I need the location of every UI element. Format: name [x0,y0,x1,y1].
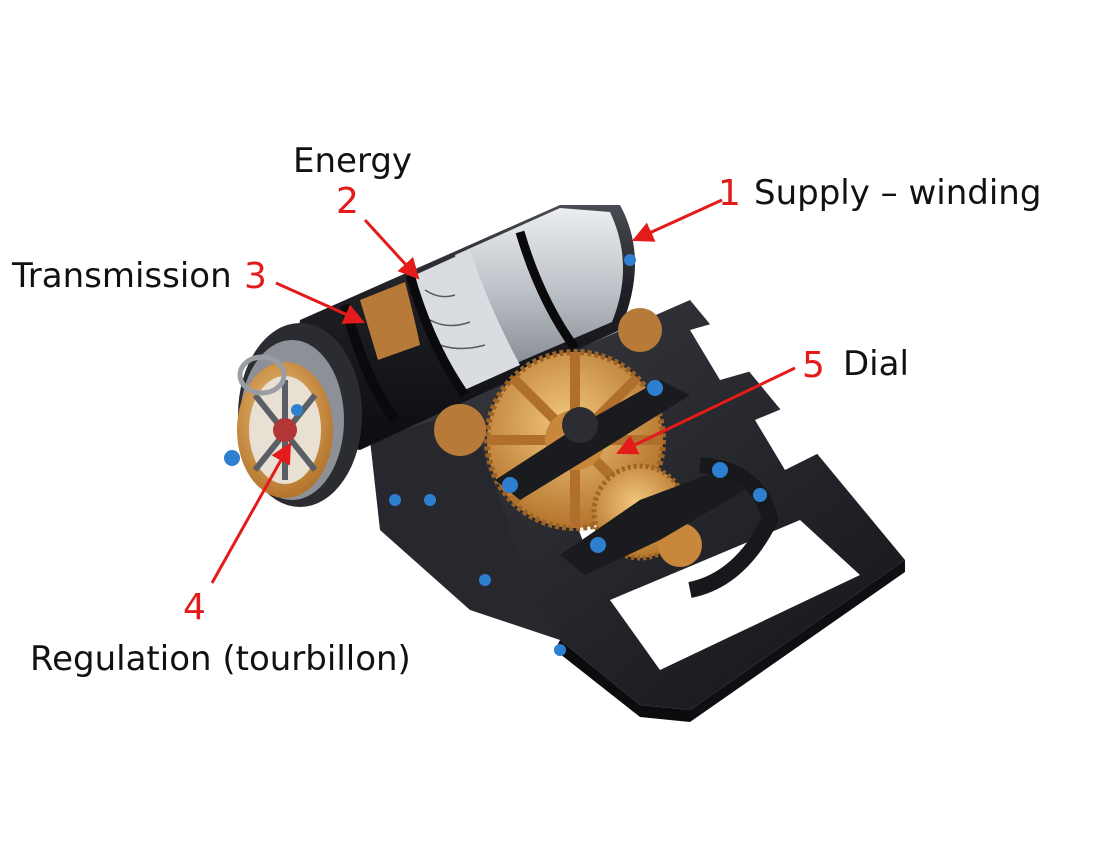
arrow-1 [632,198,723,242]
callout-number-3: 3 [244,256,267,297]
arrow-4 [210,442,292,584]
arrow-2 [363,218,420,280]
callout-label-regulation-tourbillon: Regulation (tourbillon) [30,639,411,679]
barrel-cylinder [290,205,635,450]
callout-label-transmission: Transmission [12,256,232,296]
tourbillon [224,354,333,498]
callout-number-2: 2 [336,181,359,222]
arrow-3 [275,281,365,324]
callout-number-5: 5 [802,345,825,386]
callout-arrows [210,198,796,584]
callout-label-energy: Energy [293,141,413,181]
callout-number-4: 4 [183,587,206,628]
dial-bridges [495,380,779,598]
callout-label-dial: Dial [843,344,909,384]
blue-screws [389,254,767,656]
callout-label-supply-winding: Supply – winding [754,173,1042,213]
callout-number-1: 1 [718,173,741,214]
arrow-5 [616,366,796,455]
